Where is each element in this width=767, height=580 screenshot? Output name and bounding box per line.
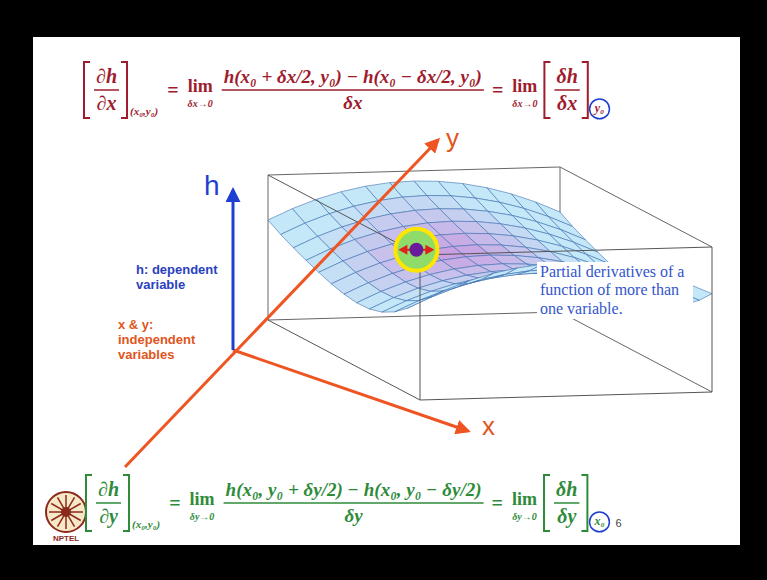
- held-variable: y₀: [595, 102, 605, 116]
- limit-operator: lim: [190, 489, 215, 510]
- box-back-edges: [268, 167, 712, 392]
- equals-sign: =: [492, 79, 503, 102]
- held-variable: x₀: [594, 515, 604, 529]
- formula-marks: [84, 62, 609, 532]
- partial-numerator: ∂h: [96, 65, 117, 88]
- ratio-denominator: δy: [557, 505, 576, 528]
- y-axis: [125, 140, 438, 467]
- axis-label: x: [482, 412, 495, 442]
- difference-denominator: δx: [343, 92, 362, 114]
- difference-numerator: h(x₀ + δx/2, y₀) − h(x₀ − δx/2, y₀): [224, 66, 482, 88]
- bracket: [123, 475, 129, 531]
- difference-denominator: δy: [345, 505, 363, 527]
- bracket: [544, 62, 550, 118]
- highlight-circle: [590, 512, 610, 532]
- limit-condition: δx→0: [188, 98, 213, 110]
- point-marker: [395, 229, 437, 271]
- equals-sign: =: [167, 79, 178, 102]
- fraction-bar: [554, 89, 579, 91]
- fraction-bar: [96, 502, 121, 504]
- limit-operator: lim: [188, 76, 213, 97]
- fraction-bar: [222, 89, 484, 91]
- x-axis: [233, 350, 468, 431]
- equals-sign: =: [169, 492, 180, 515]
- limit-condition: δy→0: [190, 511, 215, 523]
- variable-note: h: dependent variable: [136, 263, 228, 293]
- bracket: [544, 475, 550, 531]
- axis-label: h: [204, 170, 220, 202]
- bracket: [84, 62, 90, 118]
- evaluation-point: (x₀,y₀): [130, 105, 158, 118]
- axis-label: y: [446, 124, 459, 154]
- ratio-denominator: δx: [557, 92, 577, 115]
- fraction-bar: [554, 502, 579, 504]
- equals-sign: =: [492, 492, 503, 515]
- nptel-logo: [46, 492, 86, 532]
- bracket: [582, 62, 588, 118]
- limit-operator: lim: [512, 76, 537, 97]
- limit-condition: δx→0: [512, 98, 537, 110]
- fraction-bar: [224, 502, 484, 504]
- h-axis: [232, 190, 235, 350]
- bracket: [86, 475, 92, 531]
- difference-numerator: h(x₀, y₀ + δy/2) − h(x₀, y₀ − δy/2): [226, 479, 482, 501]
- bracket: [121, 62, 127, 118]
- limit-condition: δy→0: [512, 511, 537, 523]
- limit-operator: lim: [512, 489, 537, 510]
- highlight-circle: [590, 99, 610, 119]
- mesh-cell: [395, 297, 432, 312]
- axes: [125, 140, 468, 467]
- box-front-edges: [268, 175, 712, 400]
- slide-number: 6: [616, 517, 622, 530]
- partial-denominator: ∂x: [97, 92, 117, 115]
- evaluation-point: (x₀,y₀): [132, 518, 160, 531]
- variable-note: x & y: independent variables: [118, 318, 222, 363]
- ratio-numerator: δh: [556, 65, 577, 88]
- partial-numerator: ∂h: [98, 478, 119, 501]
- fraction-bar: [94, 89, 119, 91]
- logo-text: NPTEL: [53, 534, 79, 543]
- bracket: [581, 475, 587, 531]
- slide-note: Partial derivatives of a function of mor…: [537, 262, 693, 319]
- partial-denominator: ∂y: [99, 505, 118, 528]
- ratio-numerator: δh: [556, 478, 577, 501]
